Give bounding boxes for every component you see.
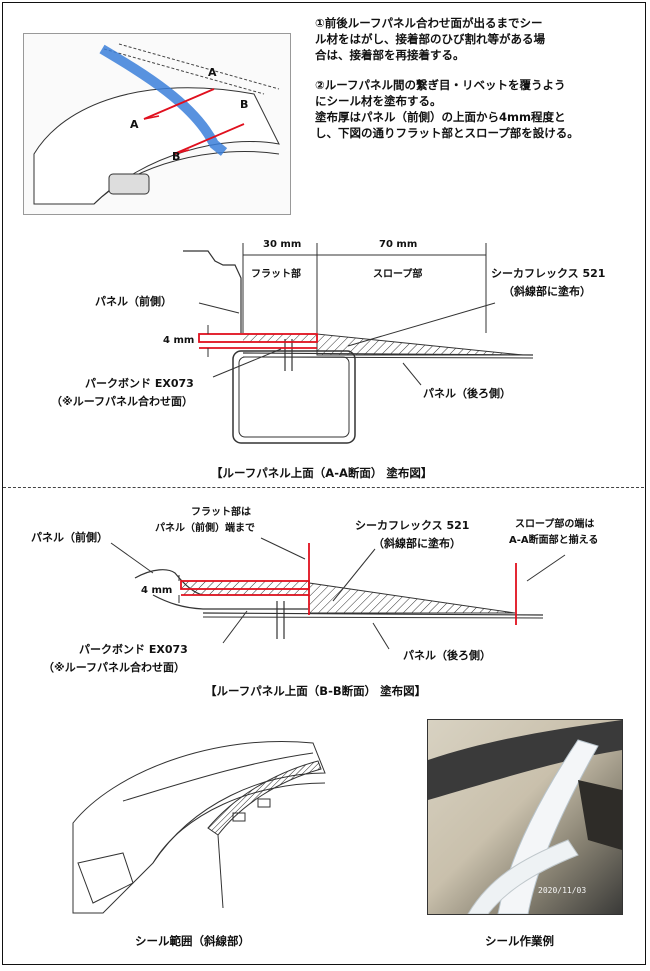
bb-sealant-name: シーカフレックス 521: [355, 519, 470, 532]
bb-caption: 【ルーフパネル上面（B-B断面） 塗布図】: [205, 684, 427, 698]
photo-timestamp: 2020/11/03: [538, 886, 587, 895]
thumb-label-a-left: A: [130, 118, 139, 131]
aa-caption: 【ルーフパネル上面（A-A断面） 塗布図】: [211, 466, 433, 480]
bb-bond-note: （※ルーフパネル合わせ面）: [43, 661, 186, 674]
seal-work-photo: 2020/11/03: [427, 719, 623, 915]
bb-flat-note-1: フラット部は: [191, 507, 251, 518]
thumb-label-b-left: B: [172, 150, 181, 163]
bb-slope-note-2: A-A断面部と揃える: [509, 535, 599, 546]
seal-range-drawing: [72, 740, 326, 914]
aa-dim-flat: 30 mm: [263, 239, 302, 250]
roof-thumbnail-drawing: [33, 43, 280, 205]
instruction-line-2: ル材をはがし、接着部のひび割れ等がある場: [315, 32, 545, 46]
aa-section-drawing: [183, 243, 534, 444]
thumb-label-a-top: A: [208, 66, 217, 79]
bb-panel-rear: パネル（後ろ側）: [403, 649, 491, 662]
instructions-block: ①前後ルーフパネル合わせ面が出るまでシー ル材をはがし、接着部のひび割れ等がある…: [315, 15, 579, 141]
instruction-line-6: 塗布厚はパネル（前側）の上面から4mm程度と: [315, 110, 566, 124]
bb-thickness: 4 mm: [141, 585, 173, 596]
aa-thickness: 4 mm: [163, 335, 195, 346]
aa-panel-rear: パネル（後ろ側）: [423, 387, 511, 400]
aa-flat-label: フラット部: [251, 269, 301, 280]
bb-slope-note-1: スロープ部の端は: [515, 519, 595, 530]
instruction-line-4: ②ルーフパネル間の繋ぎ目・リベットを覆うよう: [315, 78, 566, 92]
bb-section-drawing: [110, 537, 566, 650]
aa-dim-slope: 70 mm: [379, 239, 418, 250]
photo-content: [428, 720, 622, 914]
bb-bond-name: パークボンド EX073: [79, 643, 188, 656]
seal-range-caption: シール範囲（斜線部）: [135, 934, 250, 948]
instruction-line-5: にシール材を塗布する。: [315, 94, 442, 108]
aa-bond-name: パークボンド EX073: [85, 377, 194, 390]
bb-flat-note-2: パネル（前側）端まで: [155, 523, 255, 534]
aa-panel-front: パネル（前側）: [95, 295, 172, 308]
photo-caption: シール作業例: [485, 934, 554, 948]
thumb-label-b-top: B: [240, 98, 249, 111]
aa-bond-note: （※ルーフパネル合わせ面）: [51, 395, 194, 408]
bb-sealant-note: （斜線部に塗布）: [373, 537, 461, 550]
instruction-line-1: ①前後ルーフパネル合わせ面が出るまでシー: [315, 16, 543, 30]
aa-sealant-note: （斜線部に塗布）: [503, 285, 591, 298]
roof-thumbnail: A B A B: [23, 33, 291, 215]
section-divider: [3, 487, 644, 488]
aa-sealant-name: シーカフレックス 521: [491, 267, 606, 280]
bb-panel-front: パネル（前側）: [31, 531, 108, 544]
instruction-line-3: 合は、接着部を再接着する。: [315, 48, 465, 62]
aa-slope-label: スロープ部: [373, 269, 423, 280]
instruction-line-7: し、下図の通りフラット部とスロープ部を設ける。: [315, 126, 579, 140]
